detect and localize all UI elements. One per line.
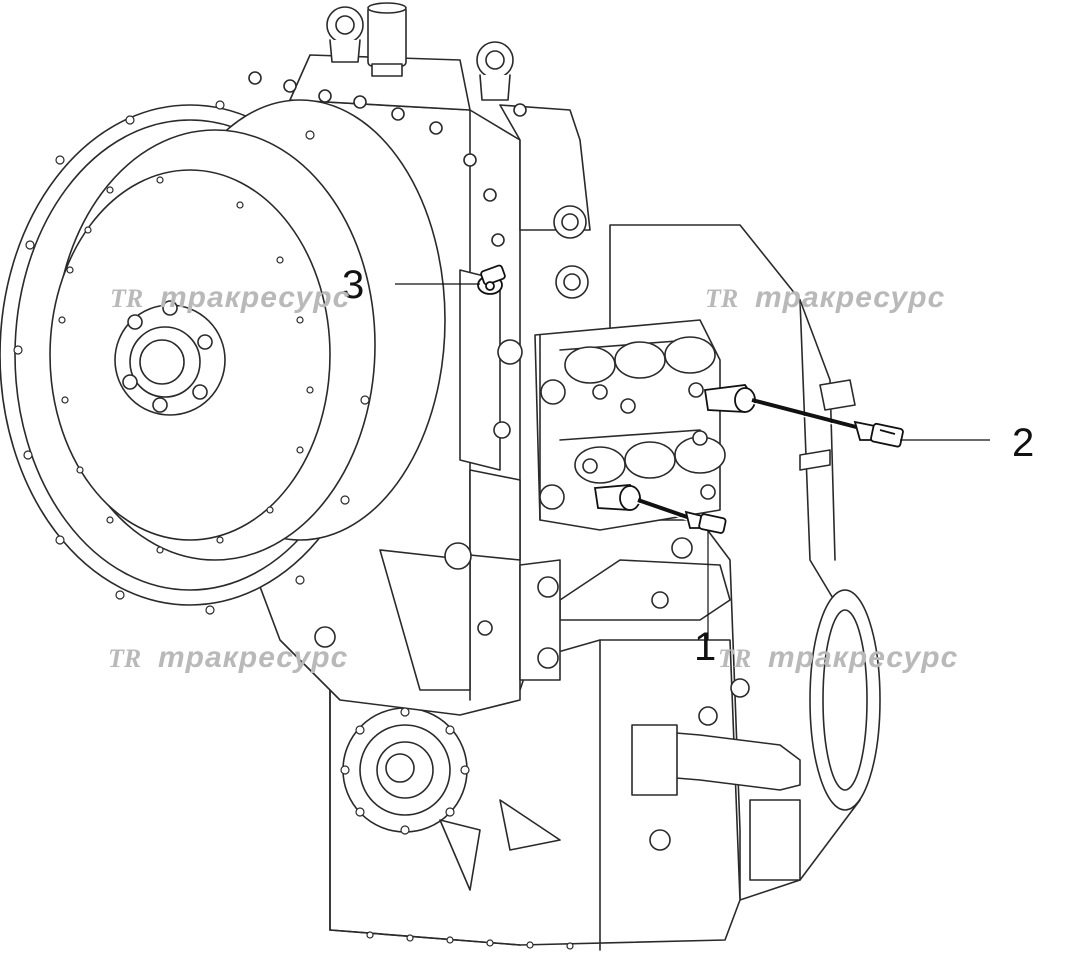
callout-3: 3: [342, 263, 364, 307]
part-2-sensor-cable: [703, 384, 904, 448]
watermark-logo: TR: [718, 644, 751, 673]
watermark-top-right: TR тракресурс: [705, 281, 945, 314]
watermark-bottom-left: TR тракресурс: [108, 641, 348, 674]
part-3-sensor: [477, 264, 506, 295]
watermark-text: тракресурс: [755, 281, 945, 314]
leader-lines: [395, 283, 990, 640]
watermark-logo: TR: [108, 644, 141, 673]
watermark-bottom-right: TR тракресурс: [718, 641, 958, 674]
part-1-sensor-cable: [593, 484, 727, 534]
watermark-text: тракресурс: [160, 281, 350, 314]
watermark-logo: TR: [110, 284, 143, 313]
watermark-text: тракресурс: [158, 641, 348, 674]
callout-1: 1: [694, 625, 716, 669]
watermark-text: тракресурс: [768, 641, 958, 674]
watermark-logo: TR: [705, 284, 738, 313]
watermark-top-left: TR тракресурс: [110, 281, 350, 314]
transmission-drawing: [0, 2, 881, 951]
callout-2: 2: [1012, 421, 1034, 465]
